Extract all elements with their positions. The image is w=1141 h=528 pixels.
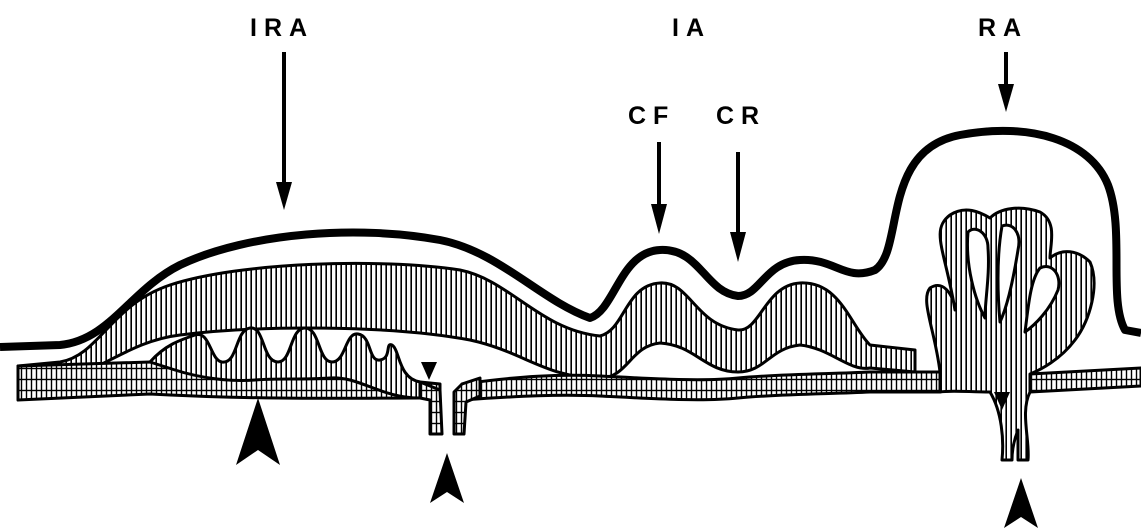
label-cr: CR	[716, 102, 766, 130]
large-arrowhead-left-gland	[430, 453, 464, 503]
label-ia: IA	[672, 14, 711, 42]
small-arrowhead-left-gland	[421, 362, 437, 380]
large-arrowhead-left	[236, 398, 280, 465]
large-arrowhead-right-gland	[1004, 478, 1038, 528]
label-ira: IRA	[250, 14, 314, 42]
arrow-ra	[998, 52, 1014, 112]
arrow-cr	[730, 152, 746, 262]
label-cf: CF	[628, 102, 675, 130]
arrow-cf	[651, 142, 667, 234]
left-gland-opening	[420, 378, 480, 434]
basal-band-right	[1030, 368, 1141, 392]
arrow-ira	[276, 52, 292, 210]
label-ra: RA	[978, 14, 1028, 42]
basal-band-middle	[462, 372, 940, 400]
